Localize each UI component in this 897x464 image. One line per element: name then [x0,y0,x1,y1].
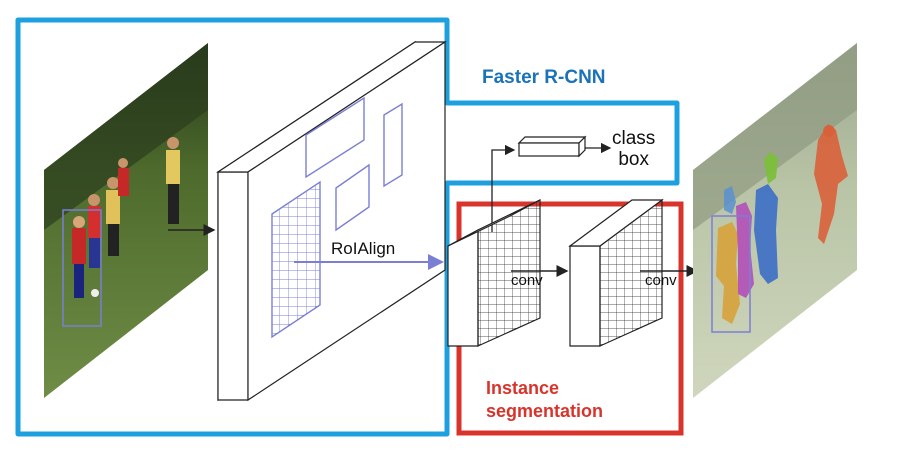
soccer-players [72,137,180,298]
class-box-branch-line [491,144,516,232]
box-label: box [618,149,649,170]
output-image [693,43,857,398]
feature-roi-grid [271,180,321,339]
instance-label-line1: Instance [486,378,560,398]
mask-feature-tensor [568,198,664,347]
conv-label-2: conv [645,272,677,289]
input-image [44,43,208,398]
faster-rcnn-label: Faster R-CNN [482,67,606,88]
feature-roi-box-3 [383,102,403,188]
instance-segmentation-label: Instance segmentation [486,377,603,423]
fc-layer [517,135,587,158]
roi-feature-tensor [447,199,541,347]
class-label: class [612,128,656,149]
roialign-label: RoIAlign [331,239,396,258]
class-box-label: class box [612,128,655,170]
faster-rcnn-outline [15,17,680,437]
feature-roi-box-1 [305,96,365,179]
feature-roi-box-2 [335,163,370,232]
output-roi-box [711,215,751,333]
conv-label-1: conv [511,272,543,289]
input-roi-box [62,209,102,327]
feature-map [216,40,447,402]
instance-label-line2: segmentation [486,401,604,421]
